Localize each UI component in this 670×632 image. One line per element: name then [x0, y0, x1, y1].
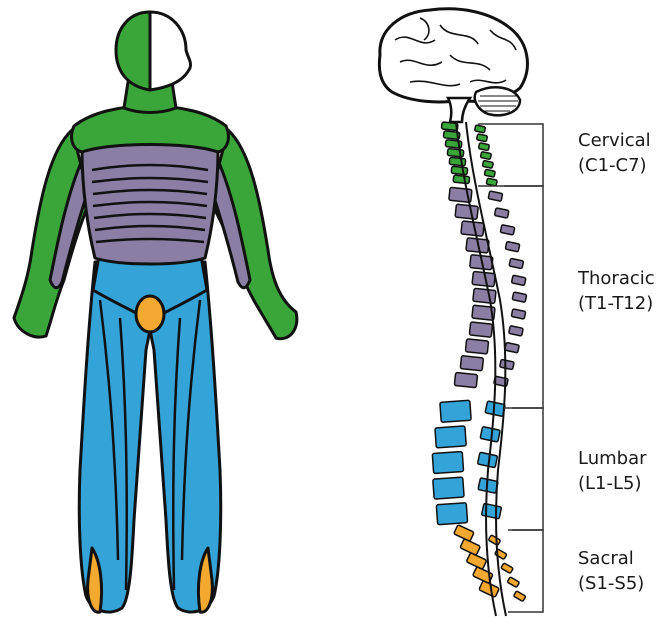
thoracic-vertebra-process [511, 309, 526, 319]
cervical-range: (C1-C7) [578, 153, 670, 178]
sacral-vertebra-process [514, 591, 526, 602]
thoracic-vertebra-process [488, 191, 503, 201]
thoracic-range: (T1-T12) [578, 291, 670, 316]
groin-sacral-patch [136, 296, 164, 332]
cervical-vertebra-process [482, 160, 493, 168]
thoracic-vertebra-process [505, 241, 520, 251]
cervical-vertebra-process [480, 152, 491, 160]
left-arm-cervical [14, 130, 90, 337]
thoracic-vertebra-process [511, 275, 526, 285]
thoracic-label: Thoracic (T1-T12) [578, 266, 670, 316]
cervical-vertebra-process [484, 169, 495, 177]
thoracic-name: Thoracic [578, 266, 670, 291]
sacral-vertebra-process [507, 577, 519, 588]
cervical-vertebra-process [476, 134, 487, 142]
lumbar-vertebra-process [477, 452, 497, 467]
cervical-vertebra-body [451, 166, 468, 175]
thoracic-vertebra-body [455, 204, 478, 219]
thoracic-vertebra-process [500, 225, 515, 235]
lumbar-range: (L1-L5) [578, 471, 670, 496]
sacral-bracket [508, 530, 543, 612]
lumbar-vertebra-body [440, 400, 471, 422]
cervical-vertebra-body [449, 157, 466, 166]
sacral-name: Sacral [578, 546, 670, 571]
thoracic-vertebra-process [500, 359, 515, 369]
cervical-vertebra-process [478, 143, 489, 151]
cervical-vertebra-body [453, 175, 470, 184]
thoracic-vertebra-body [469, 322, 492, 337]
thoracic-vertebra-process [509, 258, 524, 268]
thoracic-vertebra-body [461, 221, 484, 236]
head-right-face [150, 12, 191, 90]
body-dermatome-figure [14, 12, 297, 612]
thoracic-vertebra-process [512, 292, 527, 302]
cervical-name: Cervical [578, 128, 670, 153]
lumbar-vertebra-process [481, 503, 501, 518]
head-left-cervical [116, 12, 150, 90]
brain-stem [448, 98, 470, 122]
lumbar-vertebra-body [432, 451, 463, 473]
cervical-vertebra-process [475, 125, 486, 133]
thoracic-vertebra-process [494, 208, 509, 218]
lumbar-vertebra-body [433, 477, 464, 499]
sacral-vertebra-process [488, 535, 500, 546]
lumbar-vertebra-process [480, 427, 500, 442]
lumbar-bracket [512, 408, 543, 530]
thoracic-vertebra-process [505, 342, 520, 352]
lumbar-label: Lumbar (L1-L5) [578, 446, 670, 496]
cervical-label: Cervical (C1-C7) [578, 128, 670, 178]
sacral-vertebra-body [479, 581, 500, 598]
sacral-vertebra-process [501, 563, 513, 574]
sacral-range: (S1-S5) [578, 571, 670, 596]
lumbar-vertebra-body [436, 503, 467, 525]
brain-illustration [379, 9, 527, 122]
thoracic-vertebra-body [473, 288, 496, 303]
right-arm-cervical [210, 130, 297, 339]
thoracic-vertebra-body [460, 356, 483, 371]
thoracic-vertebra-body [465, 339, 488, 354]
thoracic-vertebra-process [509, 326, 524, 336]
cervical-vertebra-process [486, 178, 497, 186]
lumbar-vertebra-body [435, 426, 466, 448]
thoracic-vertebra-body [454, 372, 477, 387]
lumbar-name: Lumbar [578, 446, 670, 471]
sacral-label: Sacral (S1-S5) [578, 546, 670, 596]
